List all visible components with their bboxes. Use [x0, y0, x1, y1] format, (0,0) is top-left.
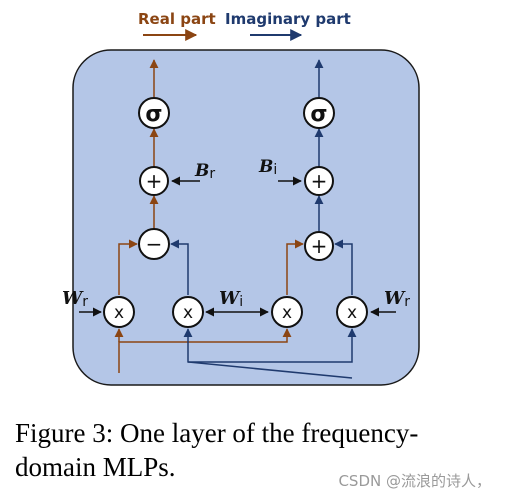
real-add-symbol: + — [146, 169, 163, 193]
real-sigma-symbol: σ — [145, 102, 162, 127]
real-thirdmul-to-imagadd-arrow — [286, 239, 304, 295]
mul-symbol-4: x — [347, 303, 357, 323]
legend-real-label: Real part — [138, 10, 216, 28]
real-leftmul-to-sub-arrow — [118, 239, 138, 295]
imag-mul4-to-add2-arrow — [334, 239, 353, 295]
legend-imag-label: Imaginary part — [225, 10, 351, 28]
bias-imag-label: Bi — [258, 157, 277, 178]
mul-node-4 — [336, 296, 368, 328]
real-add-node — [139, 166, 169, 196]
real-sub-node — [138, 228, 170, 260]
imag-sigma-node — [303, 97, 335, 129]
mul-node-1 — [103, 296, 135, 328]
mul-node-2 — [172, 296, 204, 328]
imag-input-to-mul4-arrow — [188, 328, 357, 363]
imag-add-node — [304, 166, 334, 196]
mul-symbol-3: x — [282, 303, 292, 323]
bias-real-label: Br — [194, 161, 215, 182]
figure-caption: Figure 3: One layer of the frequency-dom… — [15, 418, 419, 482]
mul-symbol-2: x — [183, 303, 193, 323]
real-sub-symbol: − — [146, 232, 163, 256]
weight-real-left-label: Wr — [62, 288, 88, 310]
layer-panel — [72, 49, 420, 386]
weight-imag-label: Wi — [219, 288, 243, 310]
imag-add2-node — [304, 231, 334, 261]
mul-symbol-1: x — [114, 303, 124, 323]
imag-sigma-symbol: σ — [310, 102, 327, 127]
weight-real-right-label: Wr — [384, 288, 410, 310]
imag-mul2-to-sub-arrow — [170, 239, 189, 295]
mul-node-3 — [271, 296, 303, 328]
real-input-to-mul3-arrow — [118, 328, 292, 373]
real-sigma-node — [138, 97, 170, 129]
imag-add-symbol: + — [311, 169, 328, 193]
watermark: CSDN @流浪的诗人， — [338, 472, 491, 490]
imag-add2-symbol: + — [311, 234, 328, 258]
